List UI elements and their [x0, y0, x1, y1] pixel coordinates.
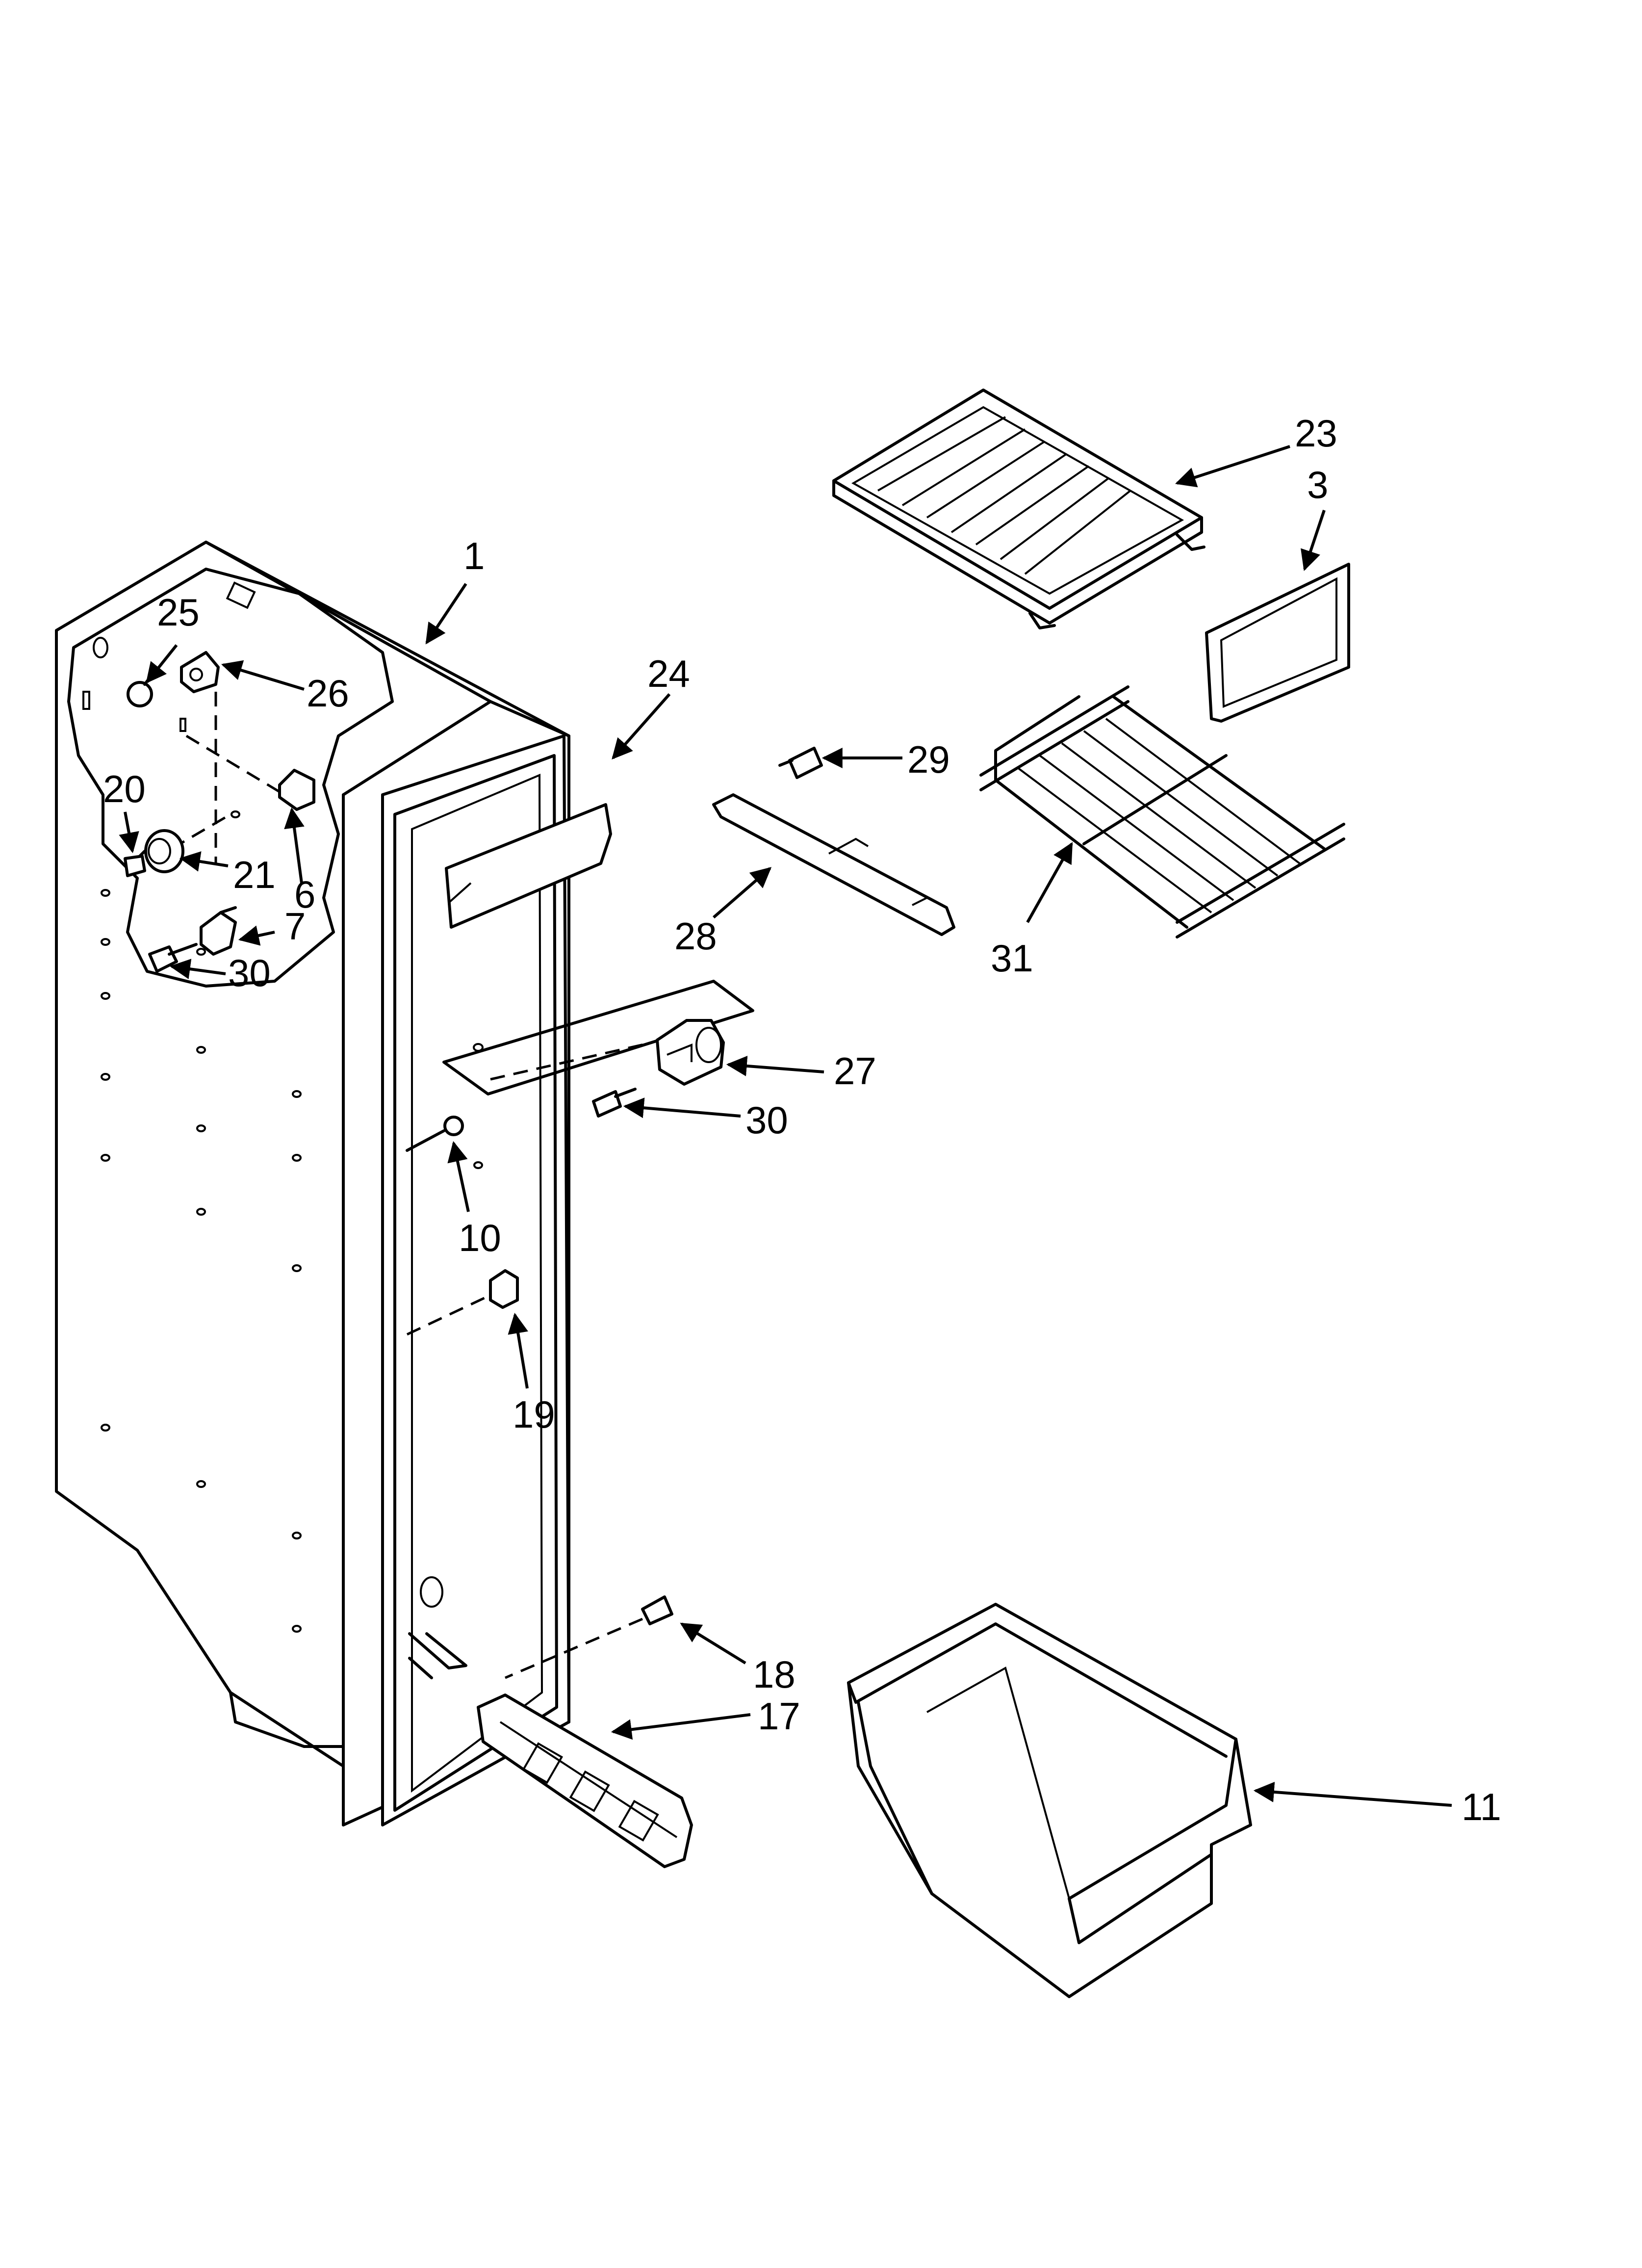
control-housing	[656, 1019, 725, 1086]
callout-1: 1	[463, 534, 485, 577]
callout-6: 6	[294, 873, 315, 916]
callout-29: 29	[907, 738, 950, 781]
callout-18: 18	[753, 1653, 795, 1696]
base-grille-screw	[505, 1595, 673, 1679]
leader-lines	[119, 445, 1452, 1807]
freezer-bin	[847, 1603, 1252, 1998]
callout-30-left: 30	[228, 951, 271, 994]
freezer-shelf-top	[832, 389, 1206, 629]
switch-clip	[200, 906, 237, 956]
cap-plug	[406, 1116, 483, 1169]
shelf-front-trim	[1205, 563, 1350, 723]
callout-28: 28	[674, 914, 717, 958]
callout-7: 7	[284, 905, 306, 948]
callout-3: 3	[1307, 463, 1328, 506]
side-panel-holes	[101, 889, 302, 1633]
callout-26: 26	[307, 672, 349, 715]
callout-19: 19	[513, 1393, 555, 1436]
housing-screw	[592, 1088, 637, 1118]
sensor-plate	[442, 980, 754, 1095]
callout-31: 31	[991, 937, 1033, 980]
wire-shelf	[979, 685, 1345, 938]
callout-17: 17	[758, 1694, 800, 1738]
callout-10: 10	[459, 1216, 501, 1259]
callout-25: 25	[157, 591, 200, 634]
callout-20: 20	[103, 767, 146, 810]
callout-30-right: 30	[745, 1098, 788, 1142]
light-shield-bracket	[278, 769, 315, 811]
callout-21: 21	[233, 853, 276, 896]
callout-24: 24	[647, 652, 690, 695]
shelf-support	[712, 793, 955, 936]
callout-23: 23	[1295, 412, 1337, 455]
lamp-socket	[180, 651, 220, 693]
support-screw	[778, 747, 823, 779]
pin-hole	[231, 810, 240, 818]
callout-27: 27	[834, 1049, 876, 1093]
trim-strip	[445, 803, 612, 929]
knob-screw	[124, 855, 146, 877]
callout-11: 11	[1462, 1785, 1501, 1828]
bracket-dash-line	[185, 734, 285, 796]
base-grille	[477, 1694, 693, 1868]
slot-mark	[180, 718, 186, 732]
callout-labels: 1 23 3 24 25 26 29 20 21 6 7 30 28 31 27…	[103, 412, 1501, 1828]
door-switch	[406, 1269, 519, 1336]
